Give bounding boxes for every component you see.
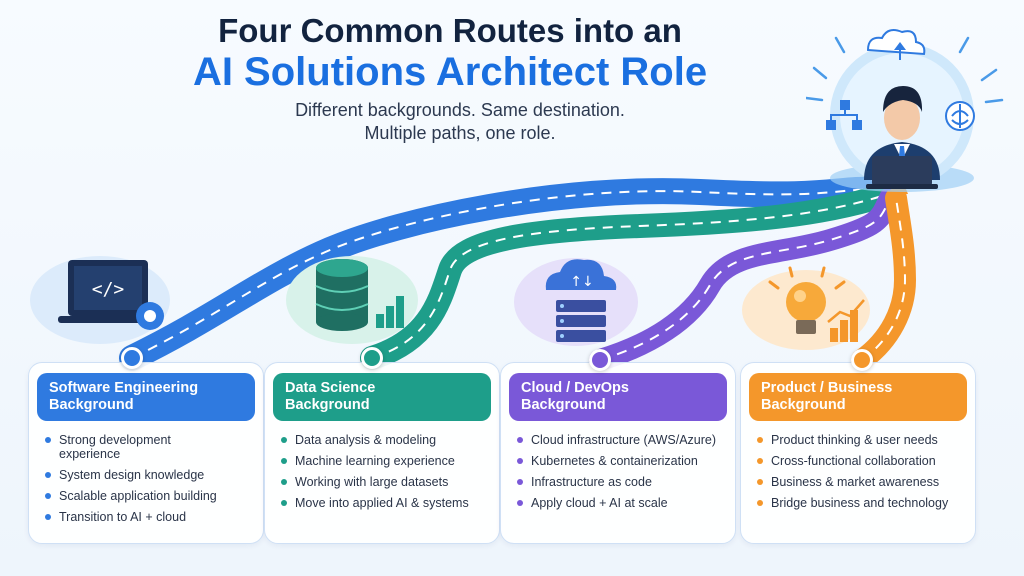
list-item: Cross-functional collaboration [757,454,967,468]
route-path-cloud [589,187,901,371]
svg-text:</>: </> [92,279,125,300]
route-card-cloud: Cloud / DevOps Background Cloud infrastr… [500,362,736,544]
list-item: Strong development experience [45,433,195,461]
title-line-1: Four Common Routes into an [218,12,682,49]
route-card-header: Cloud / DevOps Background [509,373,727,421]
title-line-2: AI Solutions Architect Role [192,50,708,94]
list-item: Bridge business and technology [757,496,967,510]
route-start-dot-product [851,349,873,371]
route-bullet-list: Cloud infrastructure (AWS/Azure) Kuberne… [517,433,727,517]
list-item: Apply cloud + AI at scale [517,496,727,510]
list-item: Transition to AI + cloud [45,510,255,524]
list-item: Cloud infrastructure (AWS/Azure) [517,433,727,447]
route-bullet-list: Data analysis & modeling Machine learnin… [281,433,491,517]
list-item: System design knowledge [45,468,255,482]
svg-text:↑↓: ↑↓ [570,274,593,290]
cloud-server-icon: ↑↓ [514,258,638,346]
route-card-data-science: Data Science Background Data analysis & … [264,362,500,544]
list-item: Product thinking & user needs [757,433,967,447]
code-laptop-icon: </> [30,256,170,344]
route-path-software [119,176,891,371]
route-card-product: Product / Business Background Product th… [740,362,976,544]
route-title-line-2: Background [761,397,846,413]
route-path-product [851,187,917,371]
list-item: Machine learning experience [281,454,491,468]
route-card-software: Software Engineering Background Strong d… [28,362,264,544]
list-item: Kubernetes & containerization [517,454,727,468]
route-card-header: Product / Business Background [749,373,967,421]
subtitle-line-2: Multiple paths, one role. [364,123,556,143]
route-card-header: Data Science Background [273,373,491,421]
lightbulb-chart-icon [742,266,870,350]
route-bullet-list: Strong development experience System des… [45,433,255,531]
route-bullet-list: Product thinking & user needs Cross-func… [757,433,967,517]
route-title-line-1: Product / Business [761,380,893,396]
list-item: Move into applied AI & systems [281,496,491,510]
route-title-line-1: Cloud / DevOps [521,380,629,396]
route-start-dot-cloud [589,349,611,371]
list-item: Infrastructure as code [517,475,727,489]
route-path-data-science [360,184,894,370]
route-title-line-2: Background [49,397,134,413]
architect-avatar-icon [806,29,1004,192]
route-title-line-2: Background [521,397,606,413]
database-chart-icon [286,256,418,344]
subtitle-line-1: Different backgrounds. Same destination. [295,100,625,120]
list-item: Scalable application building [45,489,255,503]
list-item: Data analysis & modeling [281,433,491,447]
route-start-dot-software [121,347,143,369]
list-item: Working with large datasets [281,475,491,489]
route-card-header: Software Engineering Background [37,373,255,421]
route-title-line-1: Software Engineering [49,380,199,396]
list-item: Business & market awareness [757,475,967,489]
route-title-line-1: Data Science [285,380,376,396]
route-title-line-2: Background [285,397,370,413]
route-start-dot-data-science [361,347,383,369]
